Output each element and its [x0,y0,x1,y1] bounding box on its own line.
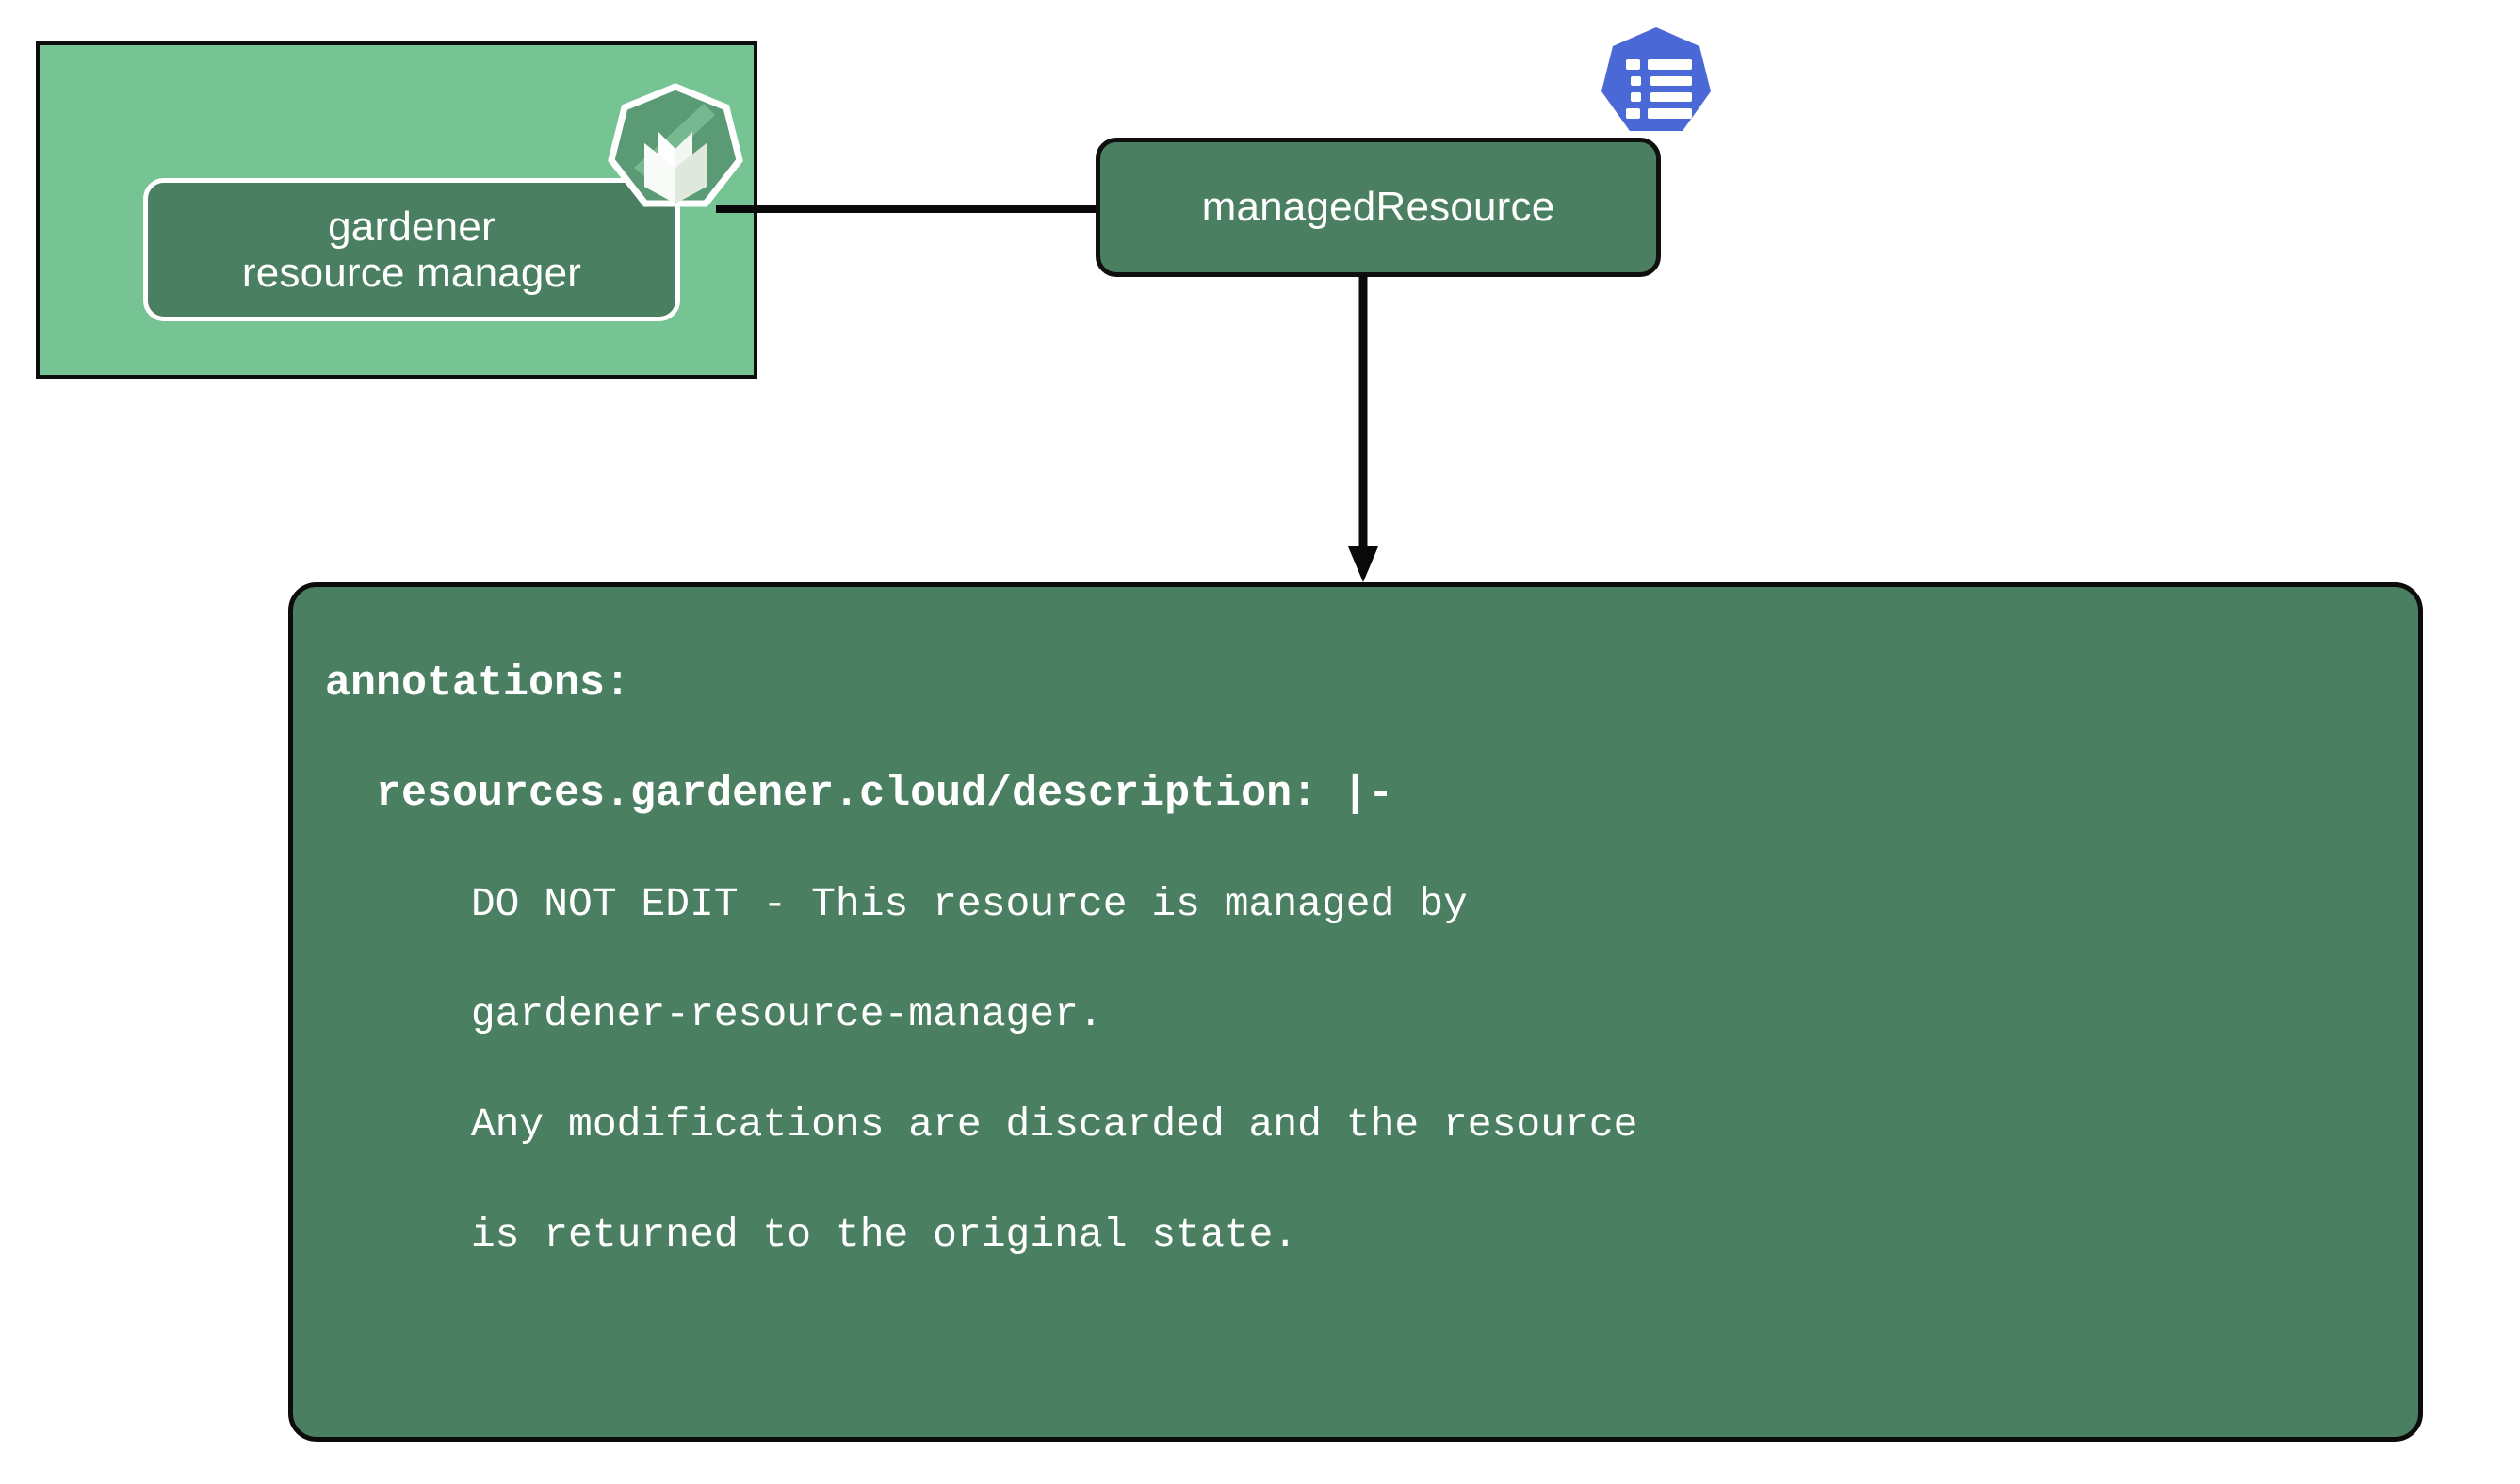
yaml-line: resources.gardener.cloud/description: |- [325,770,1394,818]
yaml-line: annotations: [325,660,631,708]
gardener-cluster-container: gardener resource manager [36,41,757,379]
annotations-yaml-box: annotations: resources.gardener.cloud/de… [288,582,2423,1442]
managed-resource-node[interactable]: managedResource [1096,138,1661,277]
yaml-line: is returned to the original state. [325,1212,1298,1258]
edge-managedresource-to-annotations [1348,275,1378,582]
k8s-list-resource-icon [1601,27,1711,131]
managed-resource-label: managedResource [1201,184,1555,230]
yaml-line: gardener-resource-manager. [325,991,1103,1037]
yaml-line: Any modifications are discarded and the … [325,1101,1638,1148]
edge-grm-to-managedresource [716,205,1102,213]
gardener-resource-manager-label: gardener resource manager [241,203,582,296]
gardener-resource-manager-node[interactable]: gardener resource manager [143,178,680,321]
yaml-line: DO NOT EDIT - This resource is managed b… [325,881,1468,927]
